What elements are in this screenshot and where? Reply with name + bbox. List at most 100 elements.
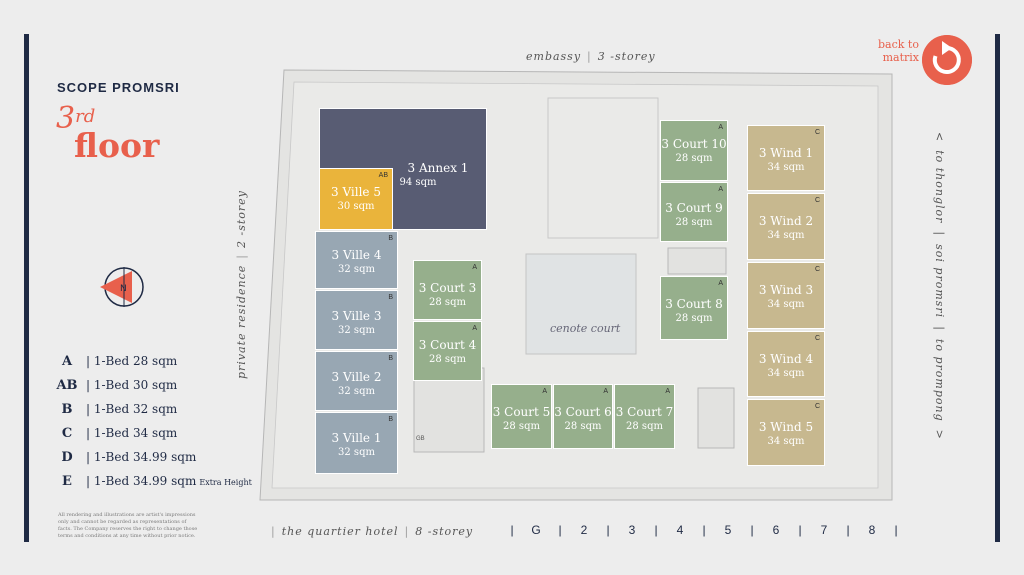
unit-type: C	[814, 403, 820, 410]
unit-3-ville-4[interactable]: B 3 Ville 4 32 sqm	[315, 231, 398, 289]
unit-type: A	[542, 388, 547, 395]
unit-name: 3 Court 5	[492, 405, 551, 419]
legend-row-c: C 1-Bed 34 sqm	[50, 426, 252, 450]
unit-3-wind-3[interactable]: C 3 Wind 3 34 sqm	[747, 262, 825, 329]
unit-type: C	[814, 266, 820, 273]
legend-code: C	[61, 426, 73, 441]
unit-size: 34 sqm	[767, 368, 805, 379]
unit-3-wind-4[interactable]: C 3 Wind 4 34 sqm	[747, 331, 825, 397]
legend-row-a: A1-Bed 28 sqm	[50, 354, 252, 378]
disclaimer-text: All rendering and illustrations are arti…	[58, 512, 198, 539]
unit-name: 3 Ville 2	[331, 370, 382, 384]
legend-code: AB	[56, 378, 78, 393]
legend-text: 1-Bed 28 sqm	[84, 354, 177, 368]
legend-row-b: B 1-Bed 32 sqm	[50, 402, 252, 426]
unit-type: A	[718, 280, 723, 287]
brand-logo: SCOPE PROMSRI	[57, 80, 180, 95]
unit-size: 28 sqm	[429, 354, 466, 365]
floor-nav-4[interactable]: 4	[676, 523, 684, 537]
unit-3-court-10[interactable]: A 3 Court 10 28 sqm	[660, 120, 728, 181]
unit-3-ville-1[interactable]: B 3 Ville 1 32 sqm	[315, 412, 398, 474]
back-arrow-icon[interactable]	[922, 35, 972, 85]
label-private-residence: private residence|2 -storey	[235, 190, 248, 379]
unit-size: 28 sqm	[675, 313, 713, 324]
legend-text: 1-Bed 34.99 sqm	[84, 474, 197, 488]
label-street-directions: <to thonglor|soi promsri|to prompong>	[933, 132, 946, 440]
floor-navigation: |G |2 |3 |4 |5 |6 |7 |8 |	[510, 523, 898, 537]
floor-nav-g[interactable]: G	[531, 523, 541, 537]
unit-type: A	[665, 388, 670, 395]
back-to-matrix-link[interactable]: back to matrix	[878, 38, 919, 64]
unit-name: 3 Court 10	[661, 137, 727, 151]
label-embassy: embassy|3 -storey	[526, 50, 656, 63]
unit-name: 3 Court 8	[665, 297, 723, 311]
unit-size: 28 sqm	[675, 217, 713, 228]
unit-name: 3 Wind 3	[758, 283, 814, 297]
legend-code: D	[61, 450, 73, 465]
legend-text: 1-Bed 34.99 sqm	[84, 450, 197, 464]
unit-type: B	[388, 416, 393, 423]
floor-nav-8[interactable]: 8	[868, 523, 876, 537]
unit-size: 32 sqm	[338, 447, 375, 458]
label-quartier-hotel: |the quartier hotel|8 -storey	[271, 525, 474, 538]
unit-3-ville-5[interactable]: AB 3 Ville 5 30 sqm	[319, 168, 393, 230]
legend-row-ab: AB 1-Bed 30 sqm	[50, 378, 252, 402]
unit-type: AB	[378, 172, 388, 179]
floor-nav-3[interactable]: 3	[628, 523, 636, 537]
floor-nav-5[interactable]: 5	[724, 523, 732, 537]
unit-3-court-6[interactable]: A 3 Court 6 28 sqm	[553, 384, 613, 449]
unit-size: 28 sqm	[564, 421, 602, 432]
floor-suffix: rd	[75, 106, 96, 127]
unit-size: 32 sqm	[338, 325, 375, 336]
unit-size: 34 sqm	[767, 436, 805, 447]
unit-name: 3 Annex 1	[407, 161, 469, 175]
unit-3-court-4[interactable]: A 3 Court 4 28 sqm	[413, 321, 482, 381]
unit-type: A	[718, 124, 723, 131]
unit-type: A	[472, 325, 477, 332]
floor-nav-6[interactable]: 6	[772, 523, 780, 537]
unit-3-ville-3[interactable]: B 3 Ville 3 32 sqm	[315, 290, 398, 350]
unit-type: C	[814, 335, 820, 342]
unit-type: A	[718, 186, 723, 193]
unit-type: C	[814, 129, 820, 136]
legend-extra: Extra Height	[199, 478, 252, 487]
unit-type: A	[472, 264, 477, 271]
unit-3-wind-1[interactable]: C 3 Wind 1 34 sqm	[747, 125, 825, 191]
unit-type: B	[388, 294, 393, 301]
unit-name: 3 Ville 1	[331, 431, 382, 445]
floor-title: floor	[74, 126, 160, 165]
floor-nav-2[interactable]: 2	[580, 523, 588, 537]
unit-type-legend: A1-Bed 28 sqm AB 1-Bed 30 sqm B 1-Bed 32 s…	[50, 354, 252, 498]
unit-name: 3 Court 3	[418, 281, 477, 295]
unit-name: 3 Wind 2	[758, 214, 814, 228]
unit-size: 34 sqm	[767, 162, 805, 173]
back-label-line2: matrix	[882, 51, 919, 64]
cenote-court-label: cenote court	[550, 322, 621, 335]
unit-name: 3 Wind 4	[758, 352, 814, 366]
unit-3-court-8[interactable]: A 3 Court 8 28 sqm	[660, 276, 728, 340]
unit-name: 3 Ville 4	[331, 248, 382, 262]
legend-text: 1-Bed 30 sqm	[84, 378, 177, 392]
floor-number: 3rd	[56, 101, 96, 136]
unit-name: 3 Court 4	[418, 338, 477, 352]
unit-3-court-7[interactable]: A 3 Court 7 28 sqm	[614, 384, 675, 449]
unit-size: 32 sqm	[338, 386, 375, 397]
floor-nav-7[interactable]: 7	[820, 523, 828, 537]
unit-3-wind-5[interactable]: C 3 Wind 5 34 sqm	[747, 399, 825, 466]
unit-3-court-5[interactable]: A 3 Court 5 28 sqm	[491, 384, 552, 449]
legend-text: 1-Bed 32 sqm	[84, 402, 177, 416]
unit-3-court-9[interactable]: A 3 Court 9 28 sqm	[660, 182, 728, 242]
unit-type: B	[388, 355, 393, 362]
back-label-line1: back to	[878, 38, 919, 51]
unit-size: 32 sqm	[338, 264, 375, 275]
compass-icon: N	[100, 267, 144, 307]
unit-3-ville-2[interactable]: B 3 Ville 2 32 sqm	[315, 351, 398, 411]
gb-label: GB	[416, 436, 425, 442]
legend-code: B	[61, 402, 73, 417]
unit-name: 3 Wind 1	[758, 146, 814, 160]
unit-name: 3 Court 7	[615, 405, 674, 419]
unit-3-wind-2[interactable]: C 3 Wind 2 34 sqm	[747, 193, 825, 260]
legend-text: 1-Bed 34 sqm	[84, 426, 177, 440]
unit-3-court-3[interactable]: A 3 Court 3 28 sqm	[413, 260, 482, 320]
